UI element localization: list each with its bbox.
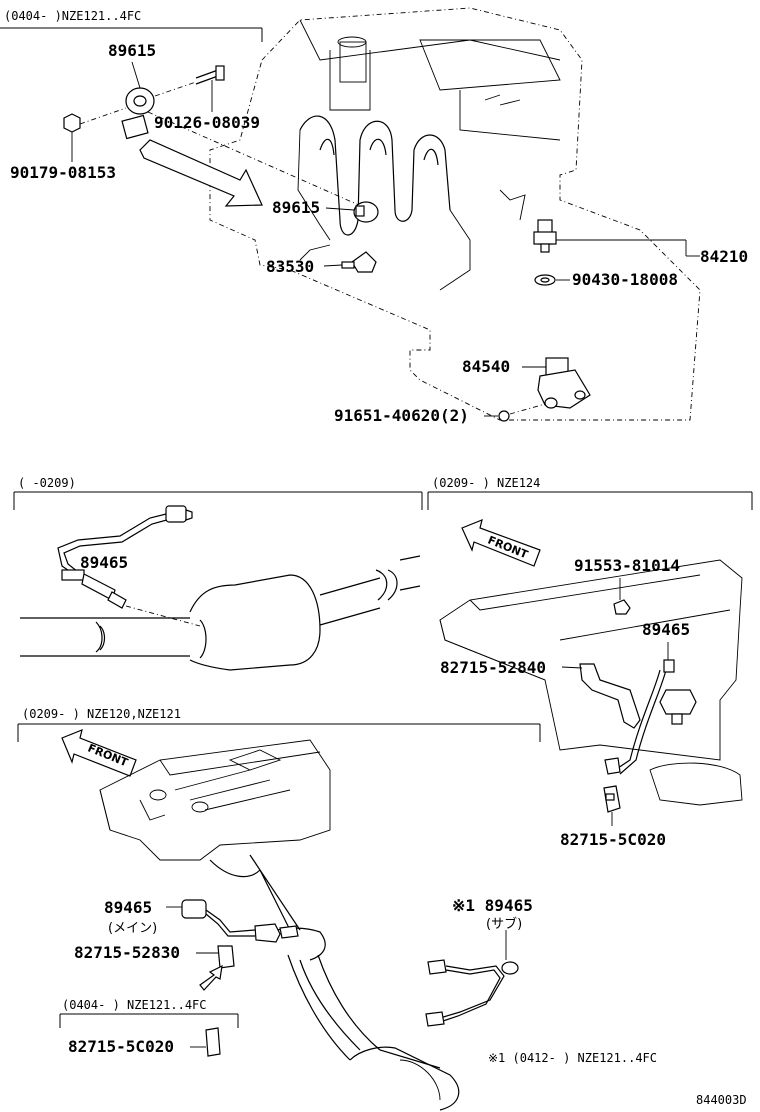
label-90430-18008: 90430-18008 xyxy=(572,270,678,289)
footnote: ※1 (0412- ) NZE121..4FC xyxy=(488,1051,657,1065)
label-89615-top: 89615 xyxy=(108,41,156,60)
direction-arrow xyxy=(139,139,263,207)
temperature-sensor xyxy=(533,219,557,286)
label-89465-sub: ※1 89465 xyxy=(452,896,533,915)
label-91553-81014: 91553-81014 xyxy=(574,556,680,575)
label-84210: 84210 xyxy=(700,247,748,266)
exhaust-pipe-nze120 xyxy=(209,854,460,1111)
label-83530: 83530 xyxy=(266,257,314,276)
label-90126-08039: 90126-08039 xyxy=(154,113,260,132)
header-0209-nze120-nze121: (0209- ) NZE120,NZE121 xyxy=(22,707,181,721)
camshaft-sensor xyxy=(537,357,591,409)
bracket-82715-52840 xyxy=(579,663,641,729)
oxygen-sensor-sub xyxy=(425,959,519,1027)
header-0404-nze121-sub: (0404- ) NZE121..4FC xyxy=(62,998,207,1012)
label-82715-52830: 82715-52830 xyxy=(74,943,180,962)
direction-arrow-small xyxy=(199,964,223,991)
front-arrow-2 xyxy=(61,729,137,777)
label-89465-main: 89465 xyxy=(104,898,152,917)
exhaust-converter xyxy=(20,555,421,671)
label-90179-08153: 90179-08153 xyxy=(10,163,116,182)
oil-pressure-switch xyxy=(341,251,377,273)
header-before-0209: ( -0209) xyxy=(18,476,76,490)
knock-sensor-exploded xyxy=(63,65,371,211)
knock-sensor-installed xyxy=(353,201,379,223)
diagram-id: 844003D xyxy=(696,1093,747,1107)
label-82715-52840: 82715-52840 xyxy=(440,658,546,677)
section-nze124: (0209- ) NZE124 FRONT 91553-81014 89465 xyxy=(427,476,753,849)
label-82715-5c020-a: 82715-5C020 xyxy=(560,830,666,849)
label-89465-b: 89465 xyxy=(642,620,690,639)
clip-82715-52830 xyxy=(217,945,235,969)
label-84540: 84540 xyxy=(462,357,510,376)
label-82715-5c020-b: 82715-5C020 xyxy=(68,1037,174,1056)
label-89465-a: 89465 xyxy=(80,553,128,572)
clip-82715-5c020-a xyxy=(603,785,621,813)
label-89615-mid: 89615 xyxy=(272,198,320,217)
header-0209-nze124: (0209- ) NZE124 xyxy=(432,476,540,490)
front-arrow-1 xyxy=(461,519,541,567)
oxygen-sensor-a xyxy=(57,505,193,609)
section-engine: (0404- )NZE121..4FC xyxy=(0,7,748,425)
label-91651-40620: 91651-40620(2) xyxy=(334,406,469,425)
oxygen-sensor-b xyxy=(604,659,697,775)
label-main: (メイン) xyxy=(108,921,157,936)
engine-block xyxy=(209,7,701,421)
clip-82715-5c020-b xyxy=(205,1027,221,1057)
label-sub: (サブ) xyxy=(486,916,522,932)
cylinder-head-nze120 xyxy=(99,739,331,861)
section-nze120-nze121: (0209- ) NZE120,NZE121 FRONT xyxy=(17,707,541,1111)
oxygen-sensor-main xyxy=(181,899,299,943)
engine-outline-nze124 xyxy=(439,559,743,806)
section-0209-exhaust: ( -0209) 89465 xyxy=(13,476,423,671)
header-0404-nze121: (0404- )NZE121..4FC xyxy=(4,9,141,23)
